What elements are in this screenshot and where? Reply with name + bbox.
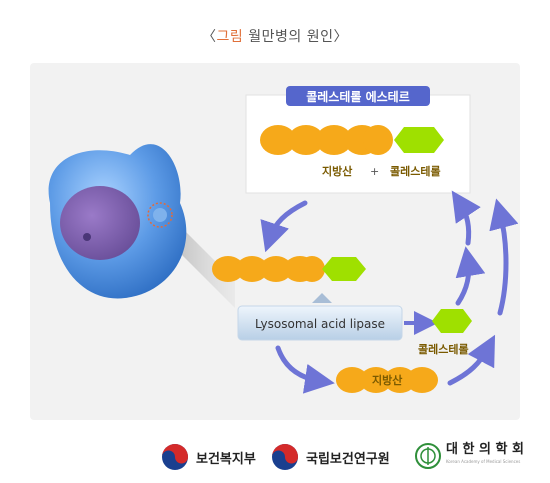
arrow-fatty-acid-up — [447, 334, 496, 386]
title-bracket: 〈 — [202, 29, 217, 45]
arrow-right-return — [489, 198, 519, 316]
cholesterol-product — [432, 309, 472, 333]
taegeuk-icon — [272, 444, 298, 470]
fatty-acid-out-label: 지방산 — [372, 373, 402, 387]
enzyme-box — [237, 305, 403, 341]
logo-kams: 대 한 의 학 회 Korean Academy of Medical Scie… — [414, 442, 524, 470]
arrow-left-return — [451, 190, 481, 246]
footer-logos: 보건복지부 국립보건연구원 대 한 의 학 회 Korean Academy o… — [0, 430, 550, 480]
arrow-enzyme-to-fatty-acid — [275, 345, 335, 394]
arrow-ester-to-lysosome — [260, 200, 308, 253]
kams-emblem-icon — [415, 443, 441, 469]
lysosome-highlight — [147, 202, 173, 228]
ester-molecule — [260, 125, 444, 155]
cholesterol-label: 콜레스테롤 — [390, 164, 441, 178]
logo-mohw: 보건복지부 — [160, 442, 256, 472]
cell-nucleus — [60, 186, 140, 260]
flow-arrows — [260, 190, 519, 394]
fatty-acid-product — [336, 367, 438, 393]
diagram-panel: 콜레스테롤 에스테르 지방산 + 콜레스테롤 Lysosomal acid li… — [30, 63, 520, 420]
org3-name: 대 한 의 학 회 — [446, 442, 524, 457]
ester-label: 콜레스테롤 에스테르 — [306, 89, 410, 104]
cell — [48, 144, 187, 299]
logo-nih: 국립보건연구원 — [270, 442, 390, 472]
title-highlight: 그림 — [216, 29, 244, 45]
org3-subtitle: Korean Academy of Medical Sciences — [446, 459, 521, 464]
arrow-cholesterol-up — [455, 246, 486, 306]
lysosome-molecule — [212, 256, 366, 282]
org2-name: 국립보건연구원 — [306, 451, 390, 467]
enzyme-label: Lysosomal acid lipase — [255, 317, 385, 331]
fatty-acid-label: 지방산 — [322, 164, 352, 178]
org1-name: 보건복지부 — [196, 451, 256, 467]
figure-title: 〈그림 월만병의 원인〉 — [0, 26, 550, 46]
plus-sign: + — [370, 165, 379, 178]
ester-label-bg — [286, 86, 430, 106]
cholesterol-out-label: 콜레스테롤 — [418, 342, 469, 356]
title-text: 월만병의 원인〉 — [243, 29, 348, 45]
pointer-triangle — [312, 293, 332, 303]
diagram-svg: 콜레스테롤 에스테르 지방산 + 콜레스테롤 Lysosomal acid li… — [48, 86, 519, 394]
taegeuk-icon — [162, 444, 188, 470]
